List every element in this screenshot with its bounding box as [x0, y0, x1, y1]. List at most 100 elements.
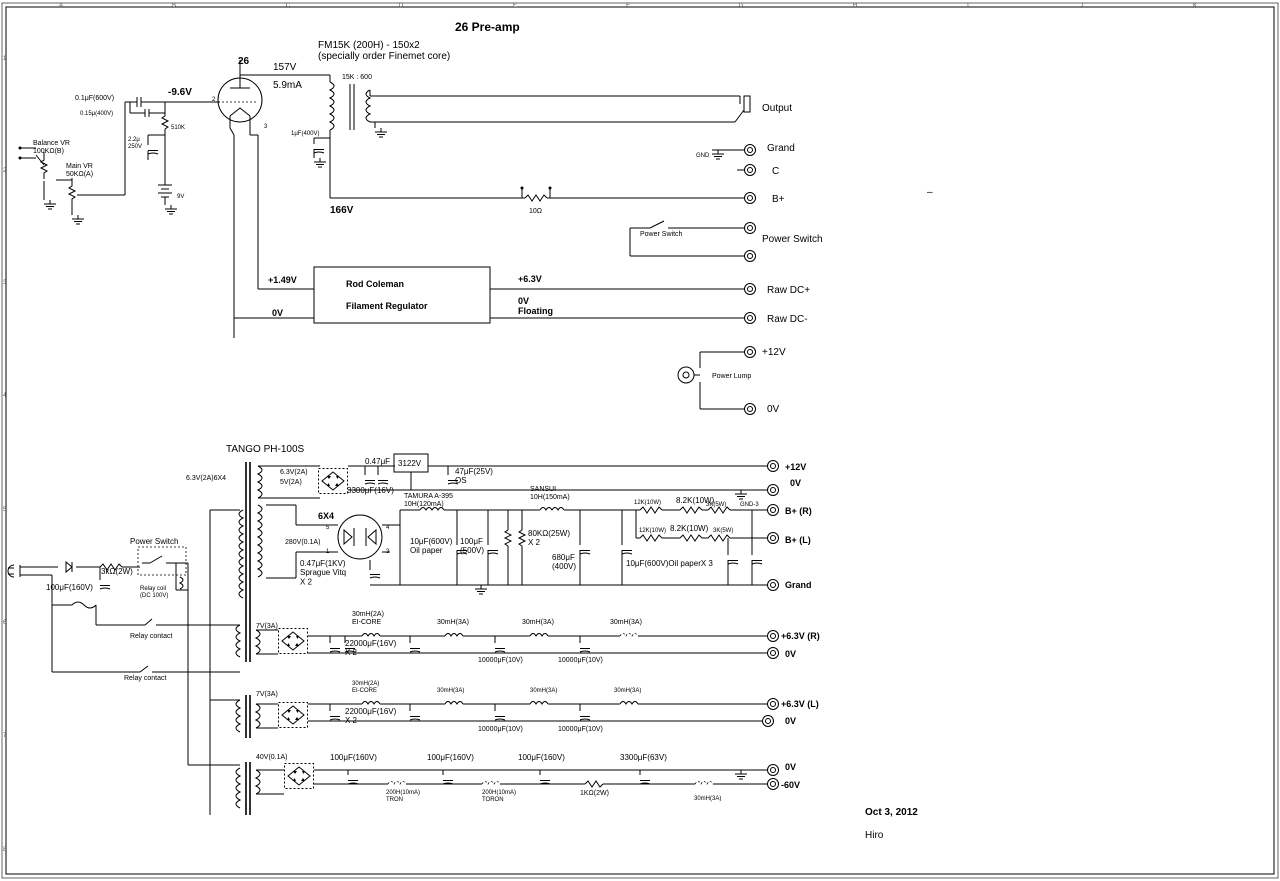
relay-contact-2-label: Relay contact — [124, 675, 166, 682]
heater-r-cap0: 22000μF(16V)X 2 — [345, 639, 397, 657]
grid-labels: A B C D E F G H I J K 1 2 3 4 5 6 7 8 — [3, 3, 1197, 853]
plate-current-label: 5.9mA — [273, 80, 302, 91]
heater-supply-r: 7V(3A) 30mH(2A)EI-CORE 30mH(3A) 30mH(3A)… — [235, 611, 770, 664]
terminal-psu-grand — [767, 579, 779, 591]
grid-col-b: B — [172, 3, 176, 9]
bias-cap2: 100μF(160V) — [427, 753, 474, 762]
relay-coil-label: Relay coil(DC 100V) — [140, 586, 168, 599]
terminal-heater-l-0v-label: 0V — [785, 716, 796, 726]
cap-47-label: 47μF(25V) — [455, 467, 493, 476]
heater-l-cap0: 22000μF(16V)X 2 — [345, 707, 397, 725]
cap-grid-1-label: 0.1μF(600V) — [75, 95, 114, 102]
power-lump: Power Lump — [677, 351, 751, 410]
grid-row-2: 2 — [3, 168, 7, 174]
grid-row-8: 8 — [3, 847, 7, 853]
grid-col-h: H — [853, 3, 857, 9]
res-3k-label: 3kΩ(2W) — [101, 567, 133, 576]
terminal-power-switch-2 — [744, 250, 756, 262]
heater-r-choke3: 30mH(3A) — [610, 619, 642, 626]
terminal-bias-0v-label: 0V — [785, 762, 796, 772]
terminal-bias-60v — [767, 778, 779, 790]
tube-26-label: 26 — [238, 56, 250, 67]
sec-5-label: 5V(2A) — [280, 479, 302, 486]
terminal-12v-label: +12V — [762, 347, 786, 358]
upper-terminals: Output Grand C B+ Power Switch Raw DC+ R… — [744, 103, 823, 415]
tube-pin2: 2 — [212, 97, 216, 103]
terminal-raw-dc-plus — [744, 283, 756, 295]
res-r3-label: 3K(5W) — [706, 502, 726, 508]
bias-cap3: 100μF(160V) — [518, 753, 565, 762]
terminal-bias-0v — [767, 764, 779, 776]
terminal-raw-dc-plus-label: Raw DC+ — [767, 285, 810, 296]
cap-680-label: 680μF(400V) — [552, 553, 576, 571]
power-supply: TANGO PH-100S 6.3V(2A)6X4 6.3V(2A) 5V(2A… — [7, 444, 770, 815]
rect-pin5: 5 — [326, 525, 330, 531]
cap-3300-label: 3300μF(16V) — [347, 486, 394, 495]
terminal-heater-l-label: +6.3V (L) — [781, 699, 819, 709]
cap-grid-2-label: 0.15μ(400V) — [80, 111, 113, 117]
bias-choke1: 200H(10mA)TRON — [386, 790, 420, 803]
sec-heater-label: 6.3V(2A)6X4 — [186, 475, 226, 482]
grid-row-4: 4 — [3, 393, 7, 399]
heater-l-choke1: 30mH(3A) — [437, 688, 464, 694]
bias-cap1: 100μF(160V) — [330, 753, 377, 762]
terminal-b-plus-l — [767, 532, 779, 544]
heater-l-choke3: 30mH(3A) — [614, 688, 641, 694]
terminal-12v — [744, 346, 756, 358]
heater-l-cap2: 10000μF(10V) — [558, 726, 603, 733]
terminal-b-plus-l-label: B+ (L) — [785, 535, 811, 545]
heater-r-choke1: 30mH(3A) — [437, 619, 469, 626]
heater-supply-l: 7V(3A) 30mH(2A)EI-CORE 30mH(3A) 30mH(3A)… — [235, 681, 770, 738]
cap-10oil-label: 10μF(600V)Oil paper — [410, 537, 453, 555]
terminal-heater-r — [767, 630, 779, 642]
terminal-raw-dc-minus — [744, 312, 756, 324]
terminal-psu-grand-label: Grand — [785, 580, 812, 590]
power-switch-lower-label: Power Switch — [130, 537, 178, 546]
terminal-b-plus-label: B+ — [772, 194, 785, 205]
regulator-name: Rod Coleman — [346, 279, 404, 289]
bias-battery: 9V — [158, 184, 184, 215]
grid-col-i: I — [967, 3, 969, 9]
terminal-heater-r-label: +6.3V (R) — [781, 631, 820, 641]
b-plus-voltage-label: 166V — [330, 205, 354, 216]
transformer-note: (specially order Finemet core) — [318, 51, 450, 62]
output-jack — [730, 95, 751, 123]
psu-transformer-label: TANGO PH-100S — [226, 444, 304, 455]
terminal-psu-12v — [767, 460, 779, 472]
res-bplus-label: 10Ω — [529, 208, 542, 215]
terminal-c — [744, 164, 756, 176]
grid-col-g: G — [739, 3, 744, 9]
res-80k-label: 80KΩ(25W)X 2 — [528, 529, 570, 547]
heater-r-choke2: 30mH(3A) — [522, 619, 554, 626]
sec-63-label: 6.3V(2A) — [280, 469, 308, 476]
res-l3-label: 3K(5W) — [713, 528, 733, 534]
terminal-heater-r-0v-label: 0V — [785, 649, 796, 659]
power-lump-label: Power Lump — [712, 373, 751, 380]
heater-r-sec-label: 7V(3A) — [256, 623, 278, 630]
terminal-output-label: Output — [762, 103, 792, 114]
grid-row-1: 1 — [3, 56, 7, 62]
battery-label: 9V — [177, 194, 184, 200]
grid-row-6: 6 — [3, 620, 7, 626]
res-r2-label: 8.2K(10W) — [676, 496, 715, 505]
terminal-power-switch-label: Power Switch — [762, 234, 823, 245]
terminal-0v — [744, 403, 756, 415]
heater-r-choke0: 30mH(2A)EI-CORE — [352, 611, 384, 626]
heater-l-choke2: 30mH(3A) — [530, 688, 557, 694]
grid-col-d: D — [399, 3, 404, 9]
heater-l-cap1: 10000μF(10V) — [478, 726, 523, 733]
res-grid-label: 510K — [171, 125, 185, 131]
gnd-label: GND — [696, 153, 710, 159]
transformer-label: FM15K (200H) - 150x2 — [318, 40, 420, 51]
plate-voltage-label: 157V — [273, 62, 297, 73]
heater-r-cap1: 10000μF(10V) — [478, 657, 523, 664]
power-switch-upper-label: Power Switch — [640, 231, 683, 238]
reg-ic-label: 3122V — [398, 459, 422, 468]
terminal-raw-dc-minus-label: Raw DC- — [767, 314, 808, 325]
grid-col-e: E — [513, 3, 517, 9]
